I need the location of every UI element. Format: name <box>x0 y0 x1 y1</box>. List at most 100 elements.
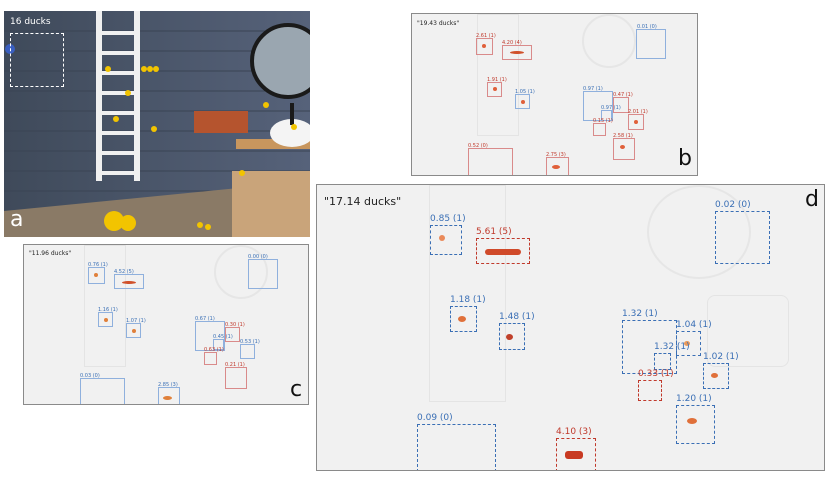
detection-label: 2.75 (3) <box>546 152 566 158</box>
detection-box <box>583 91 613 121</box>
detection-box <box>225 367 247 389</box>
detection-label: 0.47 (1) <box>613 92 633 98</box>
duck-heat <box>684 341 690 346</box>
detection-label: 0.97 (1) <box>583 86 603 92</box>
detection-box <box>476 38 493 55</box>
detection-box <box>450 306 477 332</box>
panel-c-letter: c <box>290 377 303 402</box>
ghost-rack <box>429 185 506 402</box>
panel-a-photo: 16 ducks a <box>4 11 310 237</box>
detection-label: 0.33 (1) <box>638 369 674 379</box>
detection-box <box>676 331 701 356</box>
detection-box <box>248 259 278 289</box>
ghost-mirror <box>647 185 751 279</box>
ground-truth-box <box>10 33 64 87</box>
ghost-sink <box>707 295 789 367</box>
panel-c-prediction: "11.96 ducks" 0.76 (1) 4.52 (5) 0.00 (0)… <box>23 244 309 405</box>
detection-box <box>204 352 217 365</box>
detection-label: 1.48 (1) <box>499 312 535 322</box>
panel-b-letter: b <box>678 146 692 171</box>
detection-label: 1.32 (1) <box>654 342 690 352</box>
duck-heat <box>439 235 445 241</box>
duck-heat <box>122 281 136 284</box>
ground-truth-count: 16 ducks <box>10 17 51 27</box>
detection-box <box>114 274 144 289</box>
detection-label: 0.00 (0) <box>248 254 268 260</box>
detection-label: 0.45 (1) <box>213 334 233 340</box>
duck-heat <box>711 373 718 378</box>
detection-label: 4.20 (4) <box>502 40 522 46</box>
detection-box <box>240 344 255 359</box>
duck-heat <box>493 87 497 91</box>
detection-label: 0.97 (1) <box>601 105 621 111</box>
detection-box <box>499 323 525 350</box>
detection-box <box>636 29 666 59</box>
detection-label: 1.20 (1) <box>676 394 712 404</box>
detection-label: 0.09 (0) <box>417 413 453 423</box>
duck-heat <box>552 165 560 169</box>
detection-label: 1.16 (1) <box>98 307 118 313</box>
detection-label: 2.85 (3) <box>158 382 178 388</box>
detection-label: 1.04 (1) <box>676 320 712 330</box>
detection-label: 0.85 (1) <box>430 214 466 224</box>
detection-box <box>546 157 569 175</box>
duck-heat <box>132 329 136 333</box>
detection-label: 0.67 (1) <box>195 316 215 322</box>
detection-box <box>126 323 141 338</box>
detection-label: 1.05 (1) <box>515 89 535 95</box>
detection-box <box>158 387 180 404</box>
detection-box <box>703 363 729 389</box>
panel-b-title: "19.43 ducks" <box>417 20 460 27</box>
duck-heat <box>620 145 625 149</box>
duck-heat <box>634 120 638 124</box>
detection-box <box>80 378 125 404</box>
duck-heat <box>521 100 525 104</box>
detection-box <box>502 45 532 60</box>
panel-a-letter: a <box>10 207 24 232</box>
detection-label: 5.61 (5) <box>476 227 512 237</box>
detection-label: 0.21 (1) <box>225 362 245 368</box>
panel-b-prediction: "19.43 ducks" 0.01 (0) 2.61 (1) 4.20 (4)… <box>411 13 698 176</box>
detection-box <box>225 327 240 342</box>
detection-box <box>628 114 644 130</box>
detection-label: 0.76 (1) <box>88 262 108 268</box>
duck-heat <box>458 316 466 322</box>
detection-label: 2.58 (1) <box>613 133 633 139</box>
duck-heat <box>565 451 583 459</box>
panel-d-title: "17.14 ducks" <box>324 195 402 208</box>
detection-box <box>593 123 606 136</box>
duck-heat <box>104 318 108 322</box>
detection-box <box>468 148 513 175</box>
duck-heat <box>485 249 521 255</box>
detection-label: 0.01 (0) <box>637 24 657 30</box>
detection-label: 0.15 (1) <box>593 118 613 124</box>
duck-heat <box>687 418 697 424</box>
detection-label: 4.10 (3) <box>556 427 592 437</box>
duck-heat <box>506 334 513 340</box>
bathroom-photo <box>4 11 310 237</box>
ghost-mirror <box>582 14 636 68</box>
panel-d-letter: d <box>805 187 819 212</box>
detection-box <box>638 380 662 401</box>
detection-label: 2.61 (1) <box>476 33 496 39</box>
ghost-rack <box>477 14 519 136</box>
detection-box <box>430 225 462 255</box>
detection-label: 0.53 (1) <box>240 339 260 345</box>
detection-label: 1.91 (1) <box>487 77 507 83</box>
detection-box <box>715 211 770 264</box>
detection-label: 0.30 (1) <box>225 322 245 328</box>
panel-d-prediction: "17.14 ducks" 0.85 (1) 5.61 (5) 0.02 (0)… <box>316 184 825 471</box>
detection-box <box>487 82 502 97</box>
ghost-mirror <box>214 245 268 299</box>
duck-heat <box>482 44 486 48</box>
detection-box <box>417 424 496 470</box>
detection-box <box>515 94 530 109</box>
duck-heat <box>94 273 98 277</box>
detection-box <box>654 353 671 370</box>
detection-box <box>213 339 224 350</box>
detection-label: 0.02 (0) <box>715 200 751 210</box>
detection-label: 1.18 (1) <box>450 295 486 305</box>
detection-box <box>88 267 105 284</box>
detection-label: 0.52 (0) <box>468 143 488 149</box>
detection-label: 1.02 (1) <box>703 352 739 362</box>
